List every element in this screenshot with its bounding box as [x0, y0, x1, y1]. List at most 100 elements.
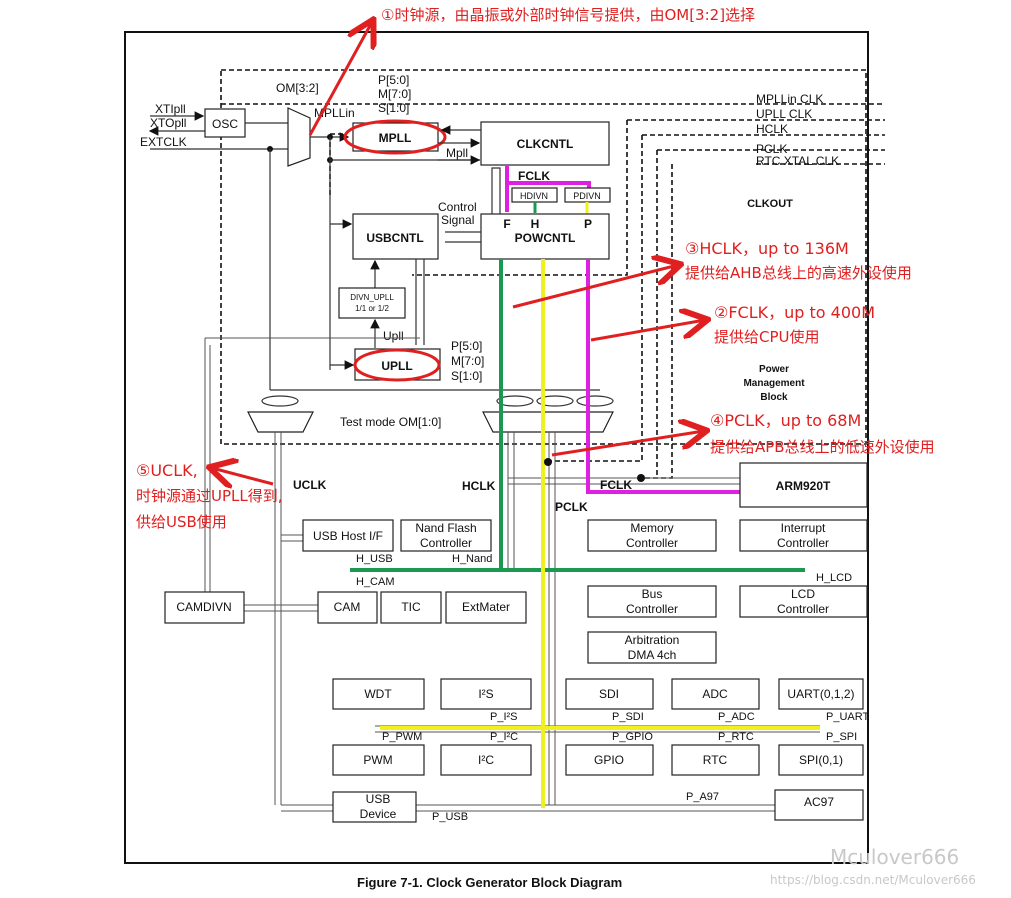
- usb-host-label: USB Host I/F: [313, 529, 383, 543]
- mpll-label: MPLL: [379, 131, 412, 145]
- wdt-block: [332, 678, 425, 710]
- i2c-label: I²C: [478, 753, 494, 767]
- pclk-label: PCLK: [555, 500, 588, 514]
- bus-label-1: Bus: [642, 587, 663, 601]
- i2s-block: [440, 678, 532, 710]
- tic-block: [380, 591, 442, 624]
- annotation-5-title: ⑤UCLK,: [136, 461, 198, 480]
- p-usb-label: P_USB: [432, 811, 468, 823]
- usb-host-block: [302, 519, 394, 552]
- mpll-s: S[1:0]: [378, 101, 409, 115]
- powcntl-f: F: [503, 217, 510, 231]
- pmb-label-3: Block: [760, 392, 788, 403]
- pmb-label-2: Management: [743, 378, 805, 389]
- upll-highlight: [353, 348, 441, 382]
- clkout-signal: MPLLin CLK: [756, 92, 823, 106]
- arm920t-label: ARM920T: [776, 479, 831, 493]
- uclk-label: UCLK: [293, 478, 327, 492]
- hclk-label: HCLK: [462, 479, 496, 493]
- extmater-block: [445, 591, 527, 624]
- tic-label: TIC: [401, 600, 421, 614]
- rtc-block: [671, 744, 760, 776]
- sdi-block: [565, 678, 654, 710]
- p-pwm-label: P_PWM: [382, 731, 422, 743]
- annotation-2-title: ②FCLK，up to 400M: [714, 303, 875, 322]
- p-i2c-label: P_I²C: [490, 731, 518, 743]
- annotation-2-desc: 提供给CPU使用: [714, 328, 820, 346]
- usbcntl-block: [352, 213, 439, 260]
- lcd-controller-block: [739, 585, 868, 618]
- divn-upll-block: [338, 287, 406, 319]
- arbitration-dma-block: [587, 631, 717, 664]
- camdivn-label: CAMDIVN: [176, 600, 231, 614]
- upll-signal-label: Upll: [383, 329, 404, 343]
- rtc-label: RTC: [703, 753, 728, 767]
- annotation-1: ①时钟源，由晶振或外部时钟信号提供，由OM[3:2]选择: [381, 6, 755, 24]
- clkcntl-block: [480, 121, 610, 166]
- gpio-label: GPIO: [594, 753, 624, 767]
- arb-label-2: DMA 4ch: [628, 648, 677, 662]
- control-label: Control: [438, 200, 477, 214]
- clkcntl-label: CLKCNTL: [517, 137, 574, 151]
- h-nand-label: H_Nand: [452, 553, 492, 565]
- ahb-blocks: ARM920T USB Host I/F Nand Flash Controll…: [164, 462, 868, 664]
- h-lcd-label: H_LCD: [816, 572, 852, 584]
- sdi-label: SDI: [599, 687, 619, 701]
- p-adc-label: P_ADC: [718, 711, 755, 723]
- usb-device-block: [332, 791, 417, 823]
- memory-label-1: Memory: [630, 521, 673, 535]
- p-gpio-label: P_GPIO: [612, 731, 653, 743]
- upll-m: M[7:0]: [451, 354, 484, 368]
- figure-caption: Figure 7-1. Clock Generator Block Diagra…: [357, 875, 622, 890]
- p-uart-label: P_UART: [826, 711, 869, 723]
- figure-frame: [124, 31, 869, 864]
- h-cam-label: H_CAM: [356, 576, 395, 588]
- watermark-url: https://blog.csdn.net/Mculover666: [770, 873, 976, 887]
- mpll-block: [352, 122, 439, 152]
- bus-controller-block: [587, 585, 717, 618]
- signal-label: Signal: [441, 213, 474, 227]
- p-i2s-label: P_I²S: [490, 711, 518, 723]
- p-sdi-label: P_SDI: [612, 711, 644, 723]
- power-management-boundary: [220, 69, 867, 445]
- pdivn-label: PDIVN: [573, 191, 601, 201]
- pwm-block: [332, 744, 425, 776]
- powcntl-block: [480, 213, 610, 260]
- h-usb-label: H_USB: [356, 553, 393, 565]
- cam-label: CAM: [334, 600, 361, 614]
- extclk-label: EXTCLK: [140, 135, 187, 149]
- mpll-m: M[7:0]: [378, 87, 411, 101]
- powcntl-p: P: [584, 217, 592, 231]
- clkout-signal: RTC XTAL CLK: [756, 154, 839, 168]
- cam-block: [317, 591, 378, 624]
- divn-ratio-label: 1/1 or 1/2: [355, 304, 389, 313]
- memory-label-2: Controller: [626, 536, 678, 550]
- clkout-signal: HCLK: [756, 122, 788, 136]
- mpll-highlight: [343, 119, 447, 155]
- annotation-3-desc: 提供给AHB总线上的高速外设使用: [685, 264, 912, 282]
- test-mode-label: Test mode OM[1:0]: [340, 415, 441, 429]
- osc-block: [204, 108, 246, 138]
- mpll-p: P[5:0]: [378, 73, 409, 87]
- clkout-signal: PCLK: [756, 142, 787, 156]
- pwm-label: PWM: [363, 753, 392, 767]
- clkout-dashed-routing: [329, 120, 673, 479]
- mpll-signal-label: Mpll: [446, 146, 468, 160]
- apb-blocks: WDT I²S SDI ADC UART(0,1,2) PWM I²C GPIO…: [332, 678, 869, 823]
- lcd-label-2: Controller: [777, 602, 829, 616]
- uart-block: [778, 678, 864, 710]
- adc-label: ADC: [702, 687, 728, 701]
- hclk-wire: [350, 259, 805, 572]
- spi-label: SPI(0,1): [799, 753, 843, 767]
- powcntl-label: POWCNTL: [515, 231, 576, 245]
- fclk-label: FCLK: [600, 478, 632, 492]
- clkout-label: CLKOUT: [747, 198, 793, 210]
- usbcntl-label: USBCNTL: [366, 231, 423, 245]
- annotations: ①时钟源，由晶振或外部时钟信号提供，由OM[3:2]选择 ③HCLK，up to…: [136, 6, 935, 531]
- spi-block: [778, 744, 864, 776]
- interrupt-controller-block: [739, 519, 868, 552]
- osc-label: OSC: [212, 117, 238, 131]
- hdivn-label: HDIVN: [520, 191, 548, 201]
- powcntl-h: H: [531, 217, 540, 231]
